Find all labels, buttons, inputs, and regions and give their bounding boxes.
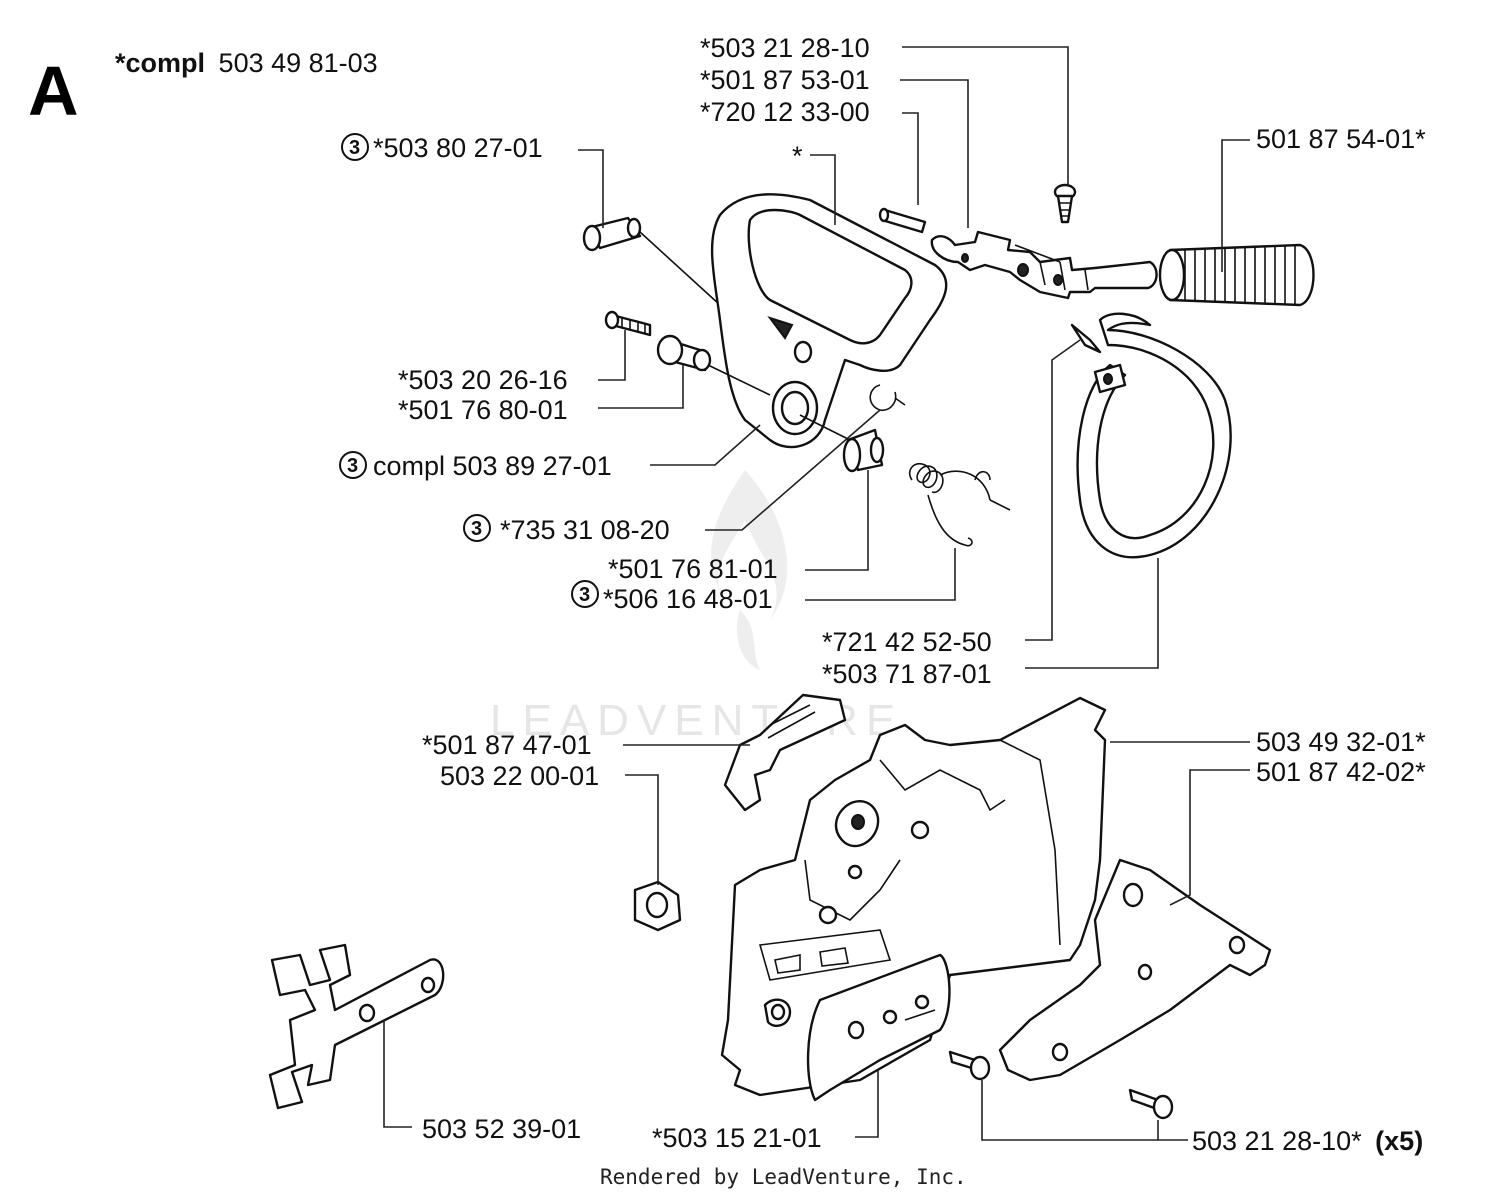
coil-spring-part	[1158, 243, 1315, 307]
label-506-16-48-01: *506 16 48-01	[603, 584, 773, 614]
leader-lines	[383, 46, 1250, 1141]
label-503-49-32-01: 503 49 32-01*	[1256, 727, 1426, 757]
wrench-tool-part	[268, 943, 445, 1110]
label-503-80-27-01: *503 80 27-01	[373, 133, 543, 163]
brake-housing-part	[720, 696, 1107, 1097]
marker-number: 3	[579, 584, 590, 606]
label-503-21-28-10-number: 503 21 28-10*	[1192, 1126, 1362, 1156]
assembly-title: *compl 503 49 81-03	[115, 48, 378, 78]
marker-506-16-48-01: 3	[571, 580, 599, 608]
label-503-20-26-16: *503 20 26-16	[398, 365, 568, 395]
marker-503-80-27-01: 3	[341, 133, 369, 161]
section-letter: A	[28, 52, 79, 130]
spring-part	[908, 462, 1011, 547]
bushing-part	[656, 334, 771, 396]
assembly-prefix: *compl	[115, 48, 205, 78]
cover-screws-part	[948, 1050, 1174, 1120]
footer-credit: Rendered by LeadVenture, Inc.	[600, 1165, 967, 1189]
label-720-12-33-00: *720 12 33-00	[700, 97, 870, 127]
roll-pin-part	[878, 207, 927, 234]
marker-number: 3	[349, 137, 360, 159]
label-503-21-28-10-top: *503 21 28-10	[700, 33, 870, 63]
cone-washer-part	[799, 414, 885, 473]
label-503-89-27-01: compl 503 89 27-01	[373, 451, 612, 481]
screw-part	[604, 310, 652, 337]
nut-part	[633, 880, 682, 932]
label-501-87-47-01: *501 87 47-01	[422, 730, 592, 760]
brake-band-part	[1070, 312, 1232, 559]
small-screw-part	[1053, 183, 1077, 224]
label-501-87-53-01: *501 87 53-01	[700, 65, 870, 95]
part-labels: *503 21 28-10 *501 87 53-01 *720 12 33-0…	[339, 33, 1426, 1156]
marker-735-31-08-20: 3	[463, 514, 491, 542]
label-503-21-28-10-bottom: 503 21 28-10* (x5)	[1192, 1126, 1423, 1156]
circlip-part	[869, 384, 906, 412]
marker-number: 3	[347, 455, 358, 477]
label-503-15-21-01: *503 15 21-01	[652, 1123, 822, 1153]
label-503-22-00-01: 503 22 00-01	[440, 761, 599, 791]
pivot-sleeve-part	[582, 216, 721, 306]
label-503-52-39-01: 503 52 39-01	[422, 1114, 581, 1144]
cover-plate-part	[998, 858, 1272, 1082]
assembly-number: 503 49 81-03	[219, 48, 378, 78]
label-503-71-87-01: *503 71 87-01	[822, 659, 992, 689]
label-501-76-80-01: *501 76 80-01	[398, 395, 568, 425]
marker-503-89-27-01: 3	[339, 451, 367, 479]
label-quantity: (x5)	[1375, 1126, 1423, 1156]
marker-number: 3	[471, 518, 482, 540]
label-501-87-54-01: 501 87 54-01*	[1256, 124, 1426, 154]
label-501-76-81-01: *501 76 81-01	[608, 554, 778, 584]
brake-lever-part	[930, 230, 1158, 300]
label-735-31-08-20: *735 31 08-20	[500, 515, 670, 545]
label-star: *	[792, 141, 803, 171]
label-721-42-52-50: *721 42 52-50	[822, 627, 992, 657]
label-501-87-42-02: 501 87 42-02*	[1256, 757, 1426, 787]
hand-guard-part	[710, 193, 948, 449]
guide-plate-part	[806, 953, 951, 1102]
clip-part	[723, 693, 847, 812]
